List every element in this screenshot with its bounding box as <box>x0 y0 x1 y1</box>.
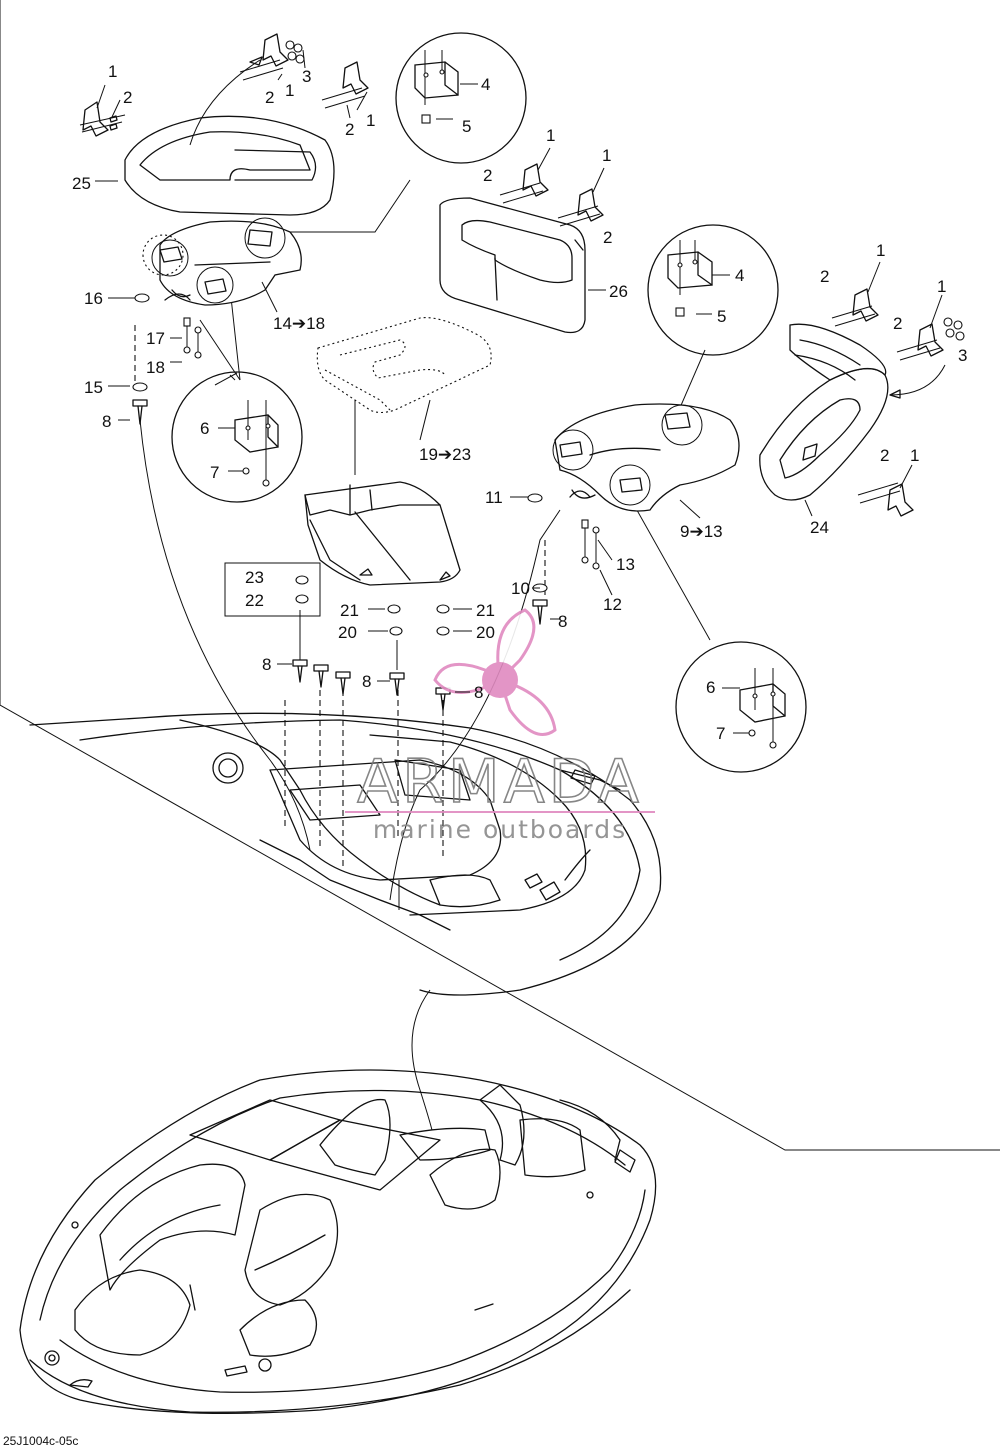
callout-21: 21 <box>476 601 495 620</box>
watermark-brand: ARMADA <box>357 747 643 817</box>
callout-23: 23 <box>245 568 264 587</box>
callout-25: 25 <box>72 174 91 193</box>
callout-20: 20 <box>338 623 357 642</box>
callout-17: 17 <box>146 329 165 348</box>
part-25-cushion <box>124 56 335 216</box>
callout-4: 4 <box>481 75 490 94</box>
install-paths <box>134 325 546 910</box>
callout-2: 2 <box>820 267 829 286</box>
callout-1: 1 <box>108 62 117 81</box>
callout-21: 21 <box>340 601 359 620</box>
callout-22: 22 <box>245 591 264 610</box>
callout-1: 1 <box>366 111 375 130</box>
part-26-backrest <box>439 197 586 334</box>
part-19-23-storage-box <box>304 317 492 586</box>
callout-13: 13 <box>616 555 635 574</box>
callout-20: 20 <box>476 623 495 642</box>
callout-26: 26 <box>609 282 628 301</box>
callout-1: 1 <box>876 241 885 260</box>
detail-circle-right-lower <box>675 641 807 773</box>
callout-8: 8 <box>558 612 567 631</box>
detail-circle-right-upper <box>647 224 779 356</box>
callout-10: 10 <box>511 579 530 598</box>
callout-3: 3 <box>958 346 967 365</box>
callout-2: 2 <box>265 88 274 107</box>
callout-2: 2 <box>893 314 902 333</box>
callout-8: 8 <box>362 672 371 691</box>
callout-2: 2 <box>603 228 612 247</box>
small-hardware <box>132 293 600 711</box>
callout-5: 5 <box>462 117 471 136</box>
callout-1: 1 <box>910 446 919 465</box>
callout-1: 1 <box>285 81 294 100</box>
callout-3: 3 <box>302 67 311 86</box>
watermark-tagline: marine outboards <box>373 815 627 844</box>
leader-lines <box>139 179 796 1131</box>
callout-2: 2 <box>880 446 889 465</box>
callout-2: 2 <box>483 166 492 185</box>
boat-hull-upper <box>29 712 662 996</box>
callout-labels: 1 2 2 1 3 2 1 4 5 1 2 1 2 25 26 4 5 1 2 … <box>72 62 967 743</box>
callout-2: 2 <box>123 88 132 107</box>
armada-watermark: ARMADA marine outboards <box>345 608 655 844</box>
callout-ticks <box>95 180 813 693</box>
callout-6: 6 <box>706 678 715 697</box>
propeller-logo <box>433 608 557 736</box>
callout-11: 11 <box>485 488 503 507</box>
detail-circle-top <box>395 32 527 164</box>
callout-15: 15 <box>84 378 103 397</box>
callout-12: 12 <box>603 595 622 614</box>
frame-lines <box>0 0 1000 1151</box>
callout-7: 7 <box>716 724 725 743</box>
callout-24: 24 <box>810 518 829 537</box>
callout-8: 8 <box>262 655 271 674</box>
callout-1: 1 <box>546 126 555 145</box>
part-9-13-seat-base <box>552 403 740 512</box>
callout-2: 2 <box>345 120 354 139</box>
brackets-and-rivets <box>79 33 965 517</box>
part-24-cushion <box>759 323 946 501</box>
callout-range-14-18: 14➔18 <box>273 314 325 333</box>
boat-full-view <box>19 1069 657 1414</box>
callout-16: 16 <box>84 289 103 308</box>
callout-7: 7 <box>210 463 219 482</box>
callout-8: 8 <box>474 683 483 702</box>
callout-range-9-13: 9➔13 <box>680 522 723 541</box>
callout-1: 1 <box>602 146 611 165</box>
callout-range-19-23: 19➔23 <box>419 445 471 464</box>
diagram-code: 25J1004c-05c <box>3 1434 78 1448</box>
callout-1: 1 <box>937 277 946 296</box>
callout-4: 4 <box>735 266 744 285</box>
callout-18: 18 <box>146 358 165 377</box>
callout-5: 5 <box>717 307 726 326</box>
part-14-18-seat-base <box>142 217 302 306</box>
callout-6: 6 <box>200 419 209 438</box>
callout-8: 8 <box>102 412 111 431</box>
detail-circle-left-lower <box>171 371 303 503</box>
